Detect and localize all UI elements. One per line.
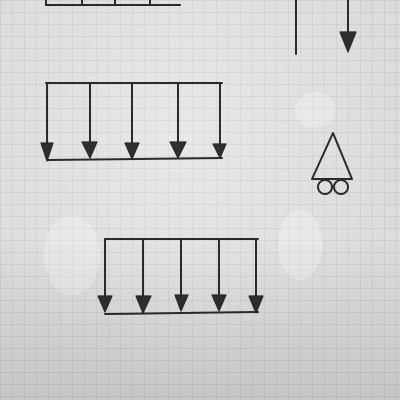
arrow-head [339, 31, 357, 53]
triangle-on-circles [311, 132, 353, 195]
erased-smudge [44, 215, 100, 295]
arrow-head [135, 295, 152, 314]
arrow-head [81, 141, 98, 159]
bottom-bar-baseline [104, 311, 259, 315]
arrow-head [174, 294, 189, 312]
bottom-bar [97, 238, 264, 315]
erased-smudge [278, 210, 322, 280]
arrow-head [40, 142, 54, 162]
circle-right-icon [333, 179, 349, 195]
middle-bar-baseline [47, 157, 223, 161]
triangle-icon [311, 132, 353, 180]
arrow-head [248, 295, 264, 314]
middle-bar [40, 82, 227, 162]
arrow-head [169, 141, 187, 159]
arrow-head [124, 142, 140, 160]
single-down-arrow [295, 0, 357, 55]
erased-smudge [295, 92, 335, 128]
arrow-head [212, 143, 227, 159]
arrow-head [211, 294, 227, 312]
arrow-head [97, 295, 113, 313]
top-partial-bar [45, 0, 181, 6]
circle-left-icon [317, 179, 333, 195]
